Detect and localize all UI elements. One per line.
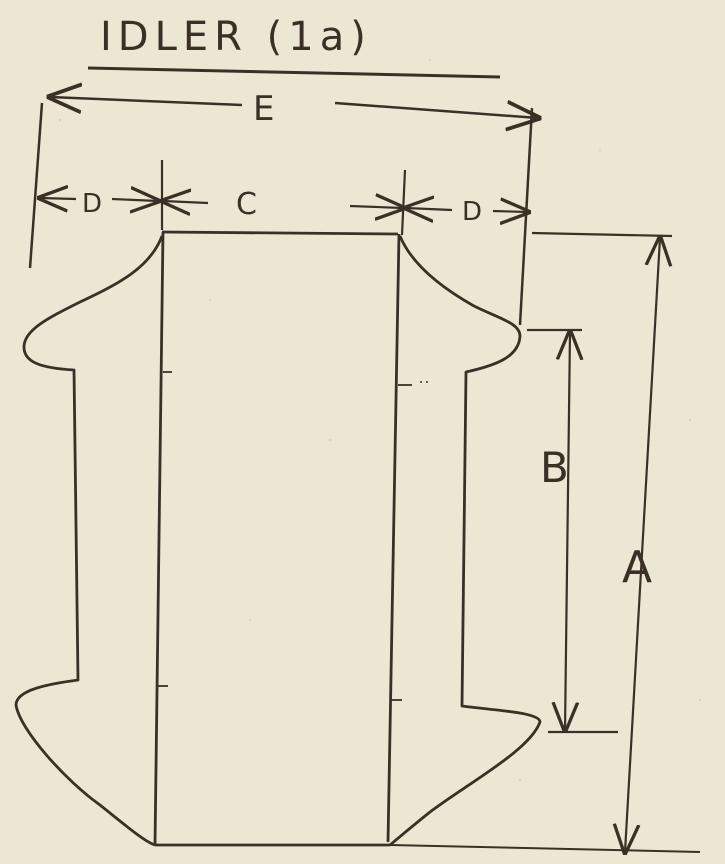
dimension-a-arrow	[625, 238, 660, 852]
dimension-e-arrow-right	[335, 103, 538, 118]
dimension-a	[532, 233, 672, 852]
dimension-e-arrow-left	[50, 97, 242, 105]
right-flange-profile	[390, 236, 540, 845]
bore-right-wall	[388, 234, 399, 842]
dimension-label-c: C	[236, 187, 257, 222]
drawing-title: IDLER (1a)	[88, 14, 500, 77]
left-flange-profile	[16, 236, 162, 845]
idler-top-edge	[162, 232, 398, 234]
dimension-dcd	[40, 160, 528, 235]
dimension-label-b: B	[540, 443, 569, 492]
dimension-b-arrow	[565, 332, 570, 730]
bore-left-wall	[155, 232, 163, 845]
idler-body	[16, 232, 700, 852]
dimension-label-e: E	[253, 89, 274, 129]
dimension-c-arrow-start	[163, 201, 208, 203]
dimension-label-a: A	[622, 542, 652, 593]
dimension-c-arrow-end	[350, 206, 403, 208]
title-text: IDLER (1a)	[100, 14, 372, 60]
extension-line-right	[520, 108, 532, 325]
extension-line-bore-right	[402, 170, 405, 235]
extension-line-left	[30, 103, 42, 268]
dimension-label-d-right: D	[462, 197, 482, 227]
extension-line-a-top	[532, 233, 672, 236]
dimension-label-d-left: D	[82, 189, 102, 219]
dimension-d-left-arrow-start	[40, 198, 76, 199]
baseline-extension	[390, 845, 700, 852]
title-underline	[88, 68, 500, 77]
dimension-d-right-arrow-start	[406, 208, 452, 210]
dimension-d-left-arrow-end	[112, 199, 158, 201]
dimension-b	[527, 330, 618, 732]
paper-texture	[58, 59, 702, 801]
dimension-d-right-arrow-end	[493, 211, 528, 212]
